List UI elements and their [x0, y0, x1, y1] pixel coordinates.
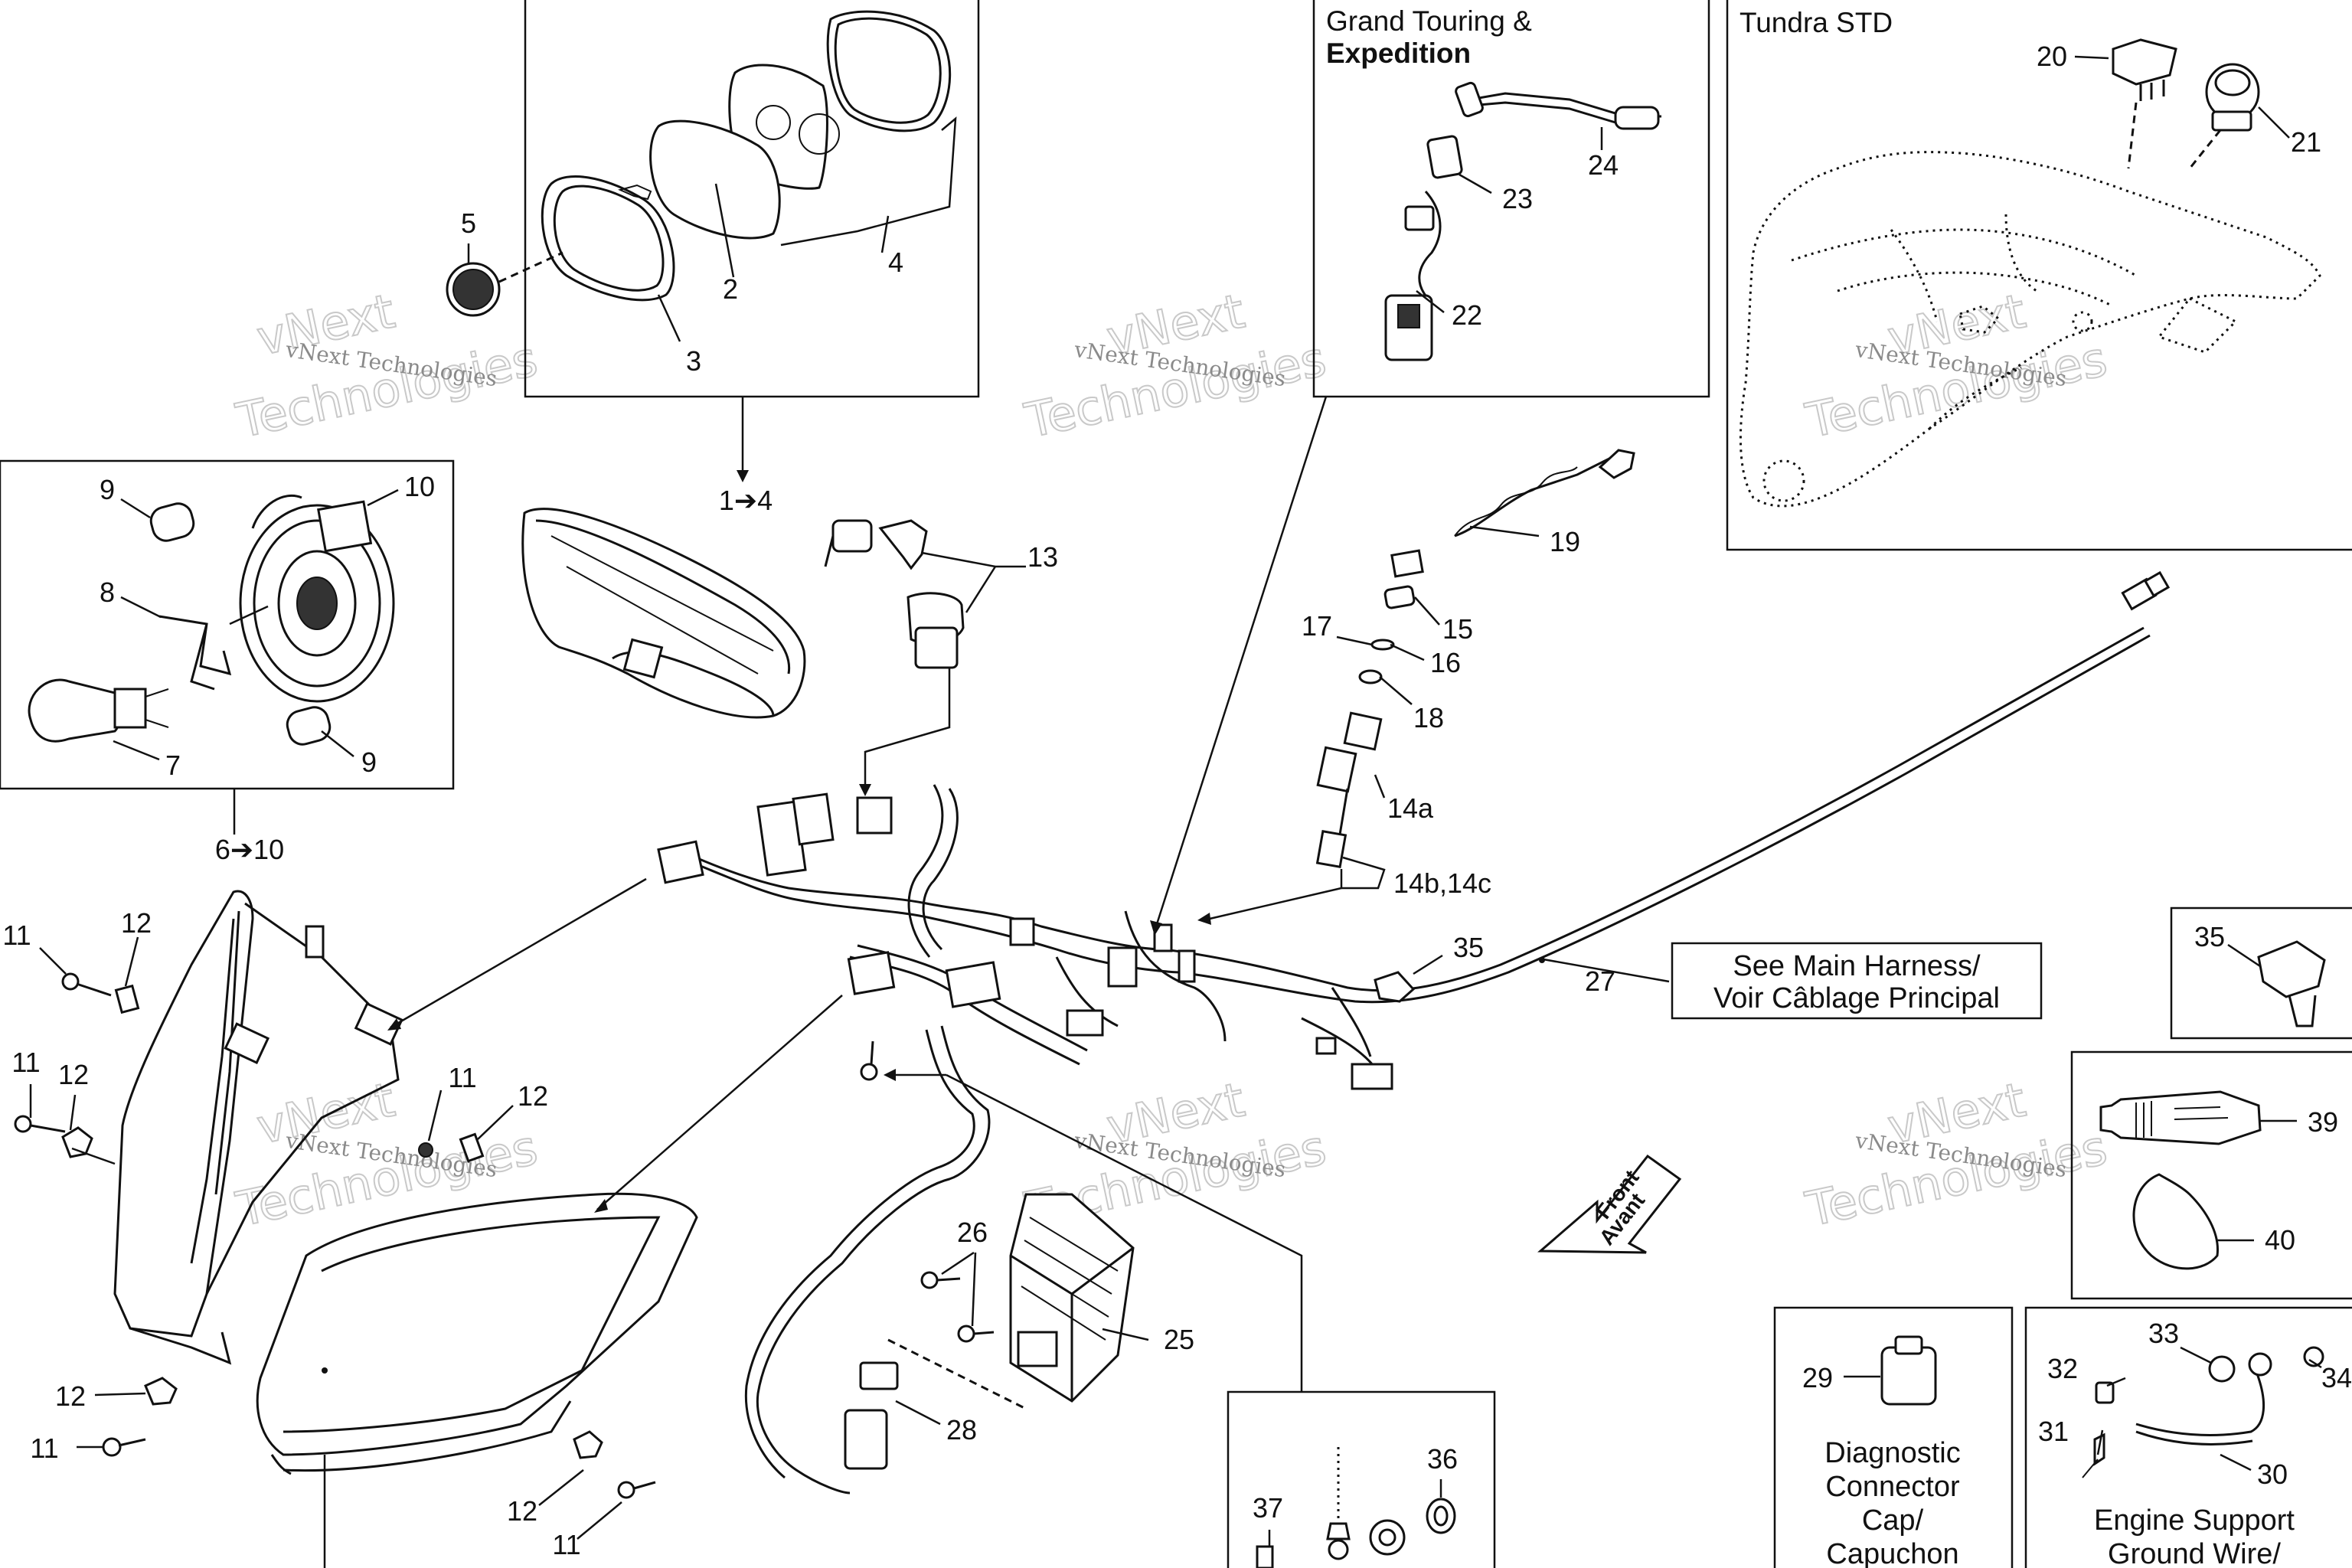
callout-28: 28	[946, 1414, 977, 1446]
diagnostic-cap-inset: 29	[1802, 1335, 1937, 1406]
headlight-inset-box	[0, 459, 455, 790]
diagnostic-inset-box	[1773, 1306, 2014, 1568]
main-harness-note-line1: See Main Harness/	[1733, 950, 1981, 982]
tether-switch: 19 15 16 17 18 14a 14b,14c	[1302, 449, 1635, 899]
clip-inset-box	[2170, 906, 2352, 1040]
watermarks: vNext Technologies vNext Technologies vN…	[230, 282, 2112, 1238]
gauge-cluster-parts: 5 2 3 4 1➔4	[446, 10, 957, 516]
ignition-switch: 13	[824, 519, 1058, 796]
ground-wire-inset: 33 32 34 31 30	[2038, 1318, 2352, 1490]
watermark-top-right: vNext Technologies vNext Technologies	[1800, 282, 2112, 449]
callout-12-d: 12	[55, 1380, 86, 1412]
callout-7: 7	[165, 750, 181, 781]
main-harness-note-box	[1671, 942, 2043, 1020]
callout-9-top: 9	[100, 474, 115, 505]
callout-30: 30	[2257, 1459, 2288, 1490]
headlight-lens: 12 11	[256, 1192, 698, 1568]
callout-12-b: 12	[58, 1059, 89, 1090]
callout-2: 2	[723, 273, 738, 305]
grand-touring-inset-box	[1312, 0, 1710, 398]
callout-40: 40	[2265, 1224, 2295, 1256]
callout-36: 36	[1427, 1443, 1458, 1475]
callout-23: 23	[1502, 183, 1533, 214]
watermark-top-left: vNext Technologies vNext Technologies	[230, 282, 543, 449]
tundra-parts: 20 21	[1739, 38, 2321, 508]
sealant-inset: 39 40	[2099, 1090, 2338, 1270]
watermark-top-center: vNext Technologies vNext Technologies	[1019, 282, 1331, 449]
voltage-regulator: 26 25 28	[844, 1193, 1194, 1470]
callout-35-main: 35	[1453, 932, 1484, 963]
expedition-caption: Expedition	[1326, 38, 1471, 69]
front-direction-arrow: Front Avant	[1537, 1154, 1682, 1254]
assembly-arrows	[387, 396, 1343, 1392]
callout-16: 16	[1430, 647, 1461, 678]
callout-14a: 14a	[1387, 792, 1434, 824]
ground-wire-inset-box	[2024, 1306, 2352, 1568]
tundra-caption: Tundra STD	[1740, 7, 1893, 38]
gauge-inset-box	[524, 0, 980, 398]
callout-35-inset: 35	[2194, 921, 2225, 952]
clip-35-inset: 35	[2194, 921, 2326, 1027]
callout-12-a: 12	[121, 907, 152, 939]
main-harness-note-line2: Voir Câblage Principal	[1713, 982, 2000, 1014]
bottom-center-inset-box	[1227, 1390, 1496, 1568]
ground-wire-caption-line1: Engine Support	[2094, 1504, 2295, 1537]
callout-11-e: 11	[552, 1529, 580, 1560]
callout-22: 22	[1452, 299, 1482, 331]
callout-13: 13	[1027, 541, 1058, 573]
captions: Grand Touring & Expedition Tundra STD Se…	[1326, 5, 2295, 1568]
callout-17: 17	[1302, 610, 1332, 642]
diagnostic-caption-line2: Connector	[1825, 1471, 1960, 1503]
callout-19: 19	[1550, 526, 1580, 557]
ground-wire-caption-line2: Ground Wire/	[2108, 1538, 2281, 1568]
callout-32: 32	[2047, 1353, 2078, 1384]
callout-21: 21	[2291, 126, 2321, 158]
fasteners-left	[14, 972, 485, 1457]
callout-34: 34	[2321, 1362, 2352, 1393]
headlight-bulb-parts: 9 10 8 7 9 6➔10	[28, 471, 435, 865]
harness-clip-35: 35	[1374, 932, 1484, 1003]
callout-24: 24	[1588, 149, 1619, 181]
callout-12-c: 12	[518, 1080, 548, 1112]
callout-14b-14c: 14b,14c	[1393, 867, 1491, 899]
callout-26: 26	[957, 1217, 988, 1248]
main-wiring-harness: 27	[657, 570, 2171, 1494]
callout-1-to-4: 1➔4	[719, 485, 773, 516]
callout-12-e: 12	[507, 1495, 537, 1527]
callout-37: 37	[1253, 1492, 1283, 1524]
callout-5: 5	[461, 207, 476, 239]
gauge-assembly	[521, 508, 806, 719]
grand-touring-parts: 24 23 22	[1384, 81, 1662, 361]
diagnostic-caption-line4: Capuchon	[1826, 1538, 1958, 1568]
watermark-bottom-right: vNext Technologies vNext Technologies	[1800, 1070, 2112, 1238]
callout-10: 10	[404, 471, 435, 502]
callout-9-bottom: 9	[361, 746, 377, 778]
callout-4: 4	[888, 247, 903, 278]
callout-18: 18	[1413, 702, 1444, 733]
callout-31: 31	[2038, 1416, 2069, 1447]
callout-11-b: 11	[11, 1047, 40, 1078]
callout-8: 8	[100, 577, 115, 608]
callout-29: 29	[1802, 1362, 1833, 1393]
callout-3: 3	[686, 345, 701, 377]
fastener-inset-parts: 36 37	[1253, 1443, 1458, 1568]
callout-20: 20	[2037, 41, 2067, 72]
callout-27: 27	[1585, 965, 1615, 997]
callout-33: 33	[2148, 1318, 2179, 1349]
diagnostic-caption-line1: Diagnostic	[1824, 1437, 1960, 1469]
tundra-inset-box	[1726, 0, 2352, 551]
callout-11-a: 11	[2, 920, 31, 951]
diagnostic-caption-line3: Cap/	[1862, 1504, 1924, 1537]
grand-touring-caption: Grand Touring &	[1326, 5, 1532, 37]
callout-6-to-10: 6➔10	[215, 834, 284, 865]
callout-11-d: 11	[30, 1432, 58, 1464]
callout-11-c: 11	[448, 1062, 476, 1093]
sealant-inset-box	[2070, 1050, 2352, 1300]
callout-25: 25	[1164, 1324, 1194, 1355]
headlight-housing: 11 12 11 12 11 12 12 11	[2, 890, 548, 1464]
callout-15: 15	[1442, 613, 1473, 645]
callout-39: 39	[2308, 1106, 2338, 1138]
